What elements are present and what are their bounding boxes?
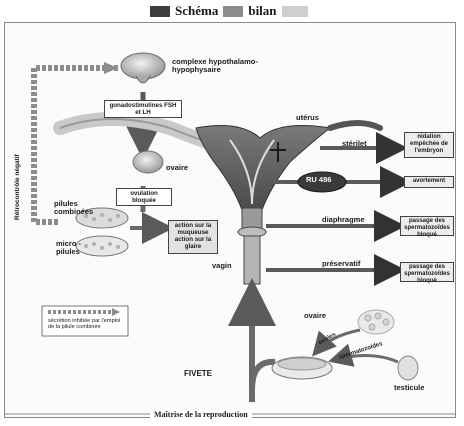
vagina-shape xyxy=(244,236,260,284)
outcome-nidation: nidation empêchée de l'embryon xyxy=(404,132,454,158)
feedback-arrowhead xyxy=(104,62,118,74)
petri-dish-inner xyxy=(278,358,326,370)
pituitary-shape xyxy=(136,76,150,83)
testicule-shape xyxy=(398,356,418,380)
ovulation-box: ovulation bloquée xyxy=(116,188,172,206)
fivete-connector xyxy=(252,362,275,390)
legend-note: sécrétion inhibée par l'emploi de la pil… xyxy=(48,318,126,330)
label-sterilet: stérilet xyxy=(342,140,367,148)
uterus-shape xyxy=(196,126,330,210)
label-vagin: vagin xyxy=(212,262,232,270)
outcome-passage-2: passage des spermatozoïdes bloqué xyxy=(400,262,454,282)
footer-title: Maîtrise de la reproduction xyxy=(150,410,252,419)
right-tube-shape xyxy=(330,123,380,128)
gonadostimulines-box: gonadostimulines FSH et LH xyxy=(104,100,182,118)
label-uterus: utérus xyxy=(296,114,319,122)
label-fivete: FIVETE xyxy=(184,370,212,379)
label-ovaire-bottom: ovaire xyxy=(304,312,326,320)
label-testicule: testicule xyxy=(394,384,424,392)
label-micropilules: micro - pilules xyxy=(56,240,96,257)
label-ru486: RU 486 xyxy=(306,176,331,184)
label-preservatif: préservatif xyxy=(322,260,360,268)
label-ovaire-top: ovaire xyxy=(166,164,188,172)
hypothalamus-shape xyxy=(121,53,165,79)
left-ovary-shape xyxy=(133,151,163,173)
outcome-avortement: avortement xyxy=(404,176,454,188)
label-retrocontrole: Rétrocontrôle négatif xyxy=(14,120,21,220)
label-complexe: complexe hypothalamo- hypophysaire xyxy=(172,58,302,75)
label-pilules: pilules combinées xyxy=(54,200,94,217)
action-box: action sur la muqueuse action sur la gla… xyxy=(168,220,218,254)
label-diaphragme: diaphragme xyxy=(322,216,365,224)
outcome-passage-1: passage des spermatozoïdes bloqué xyxy=(400,216,454,236)
